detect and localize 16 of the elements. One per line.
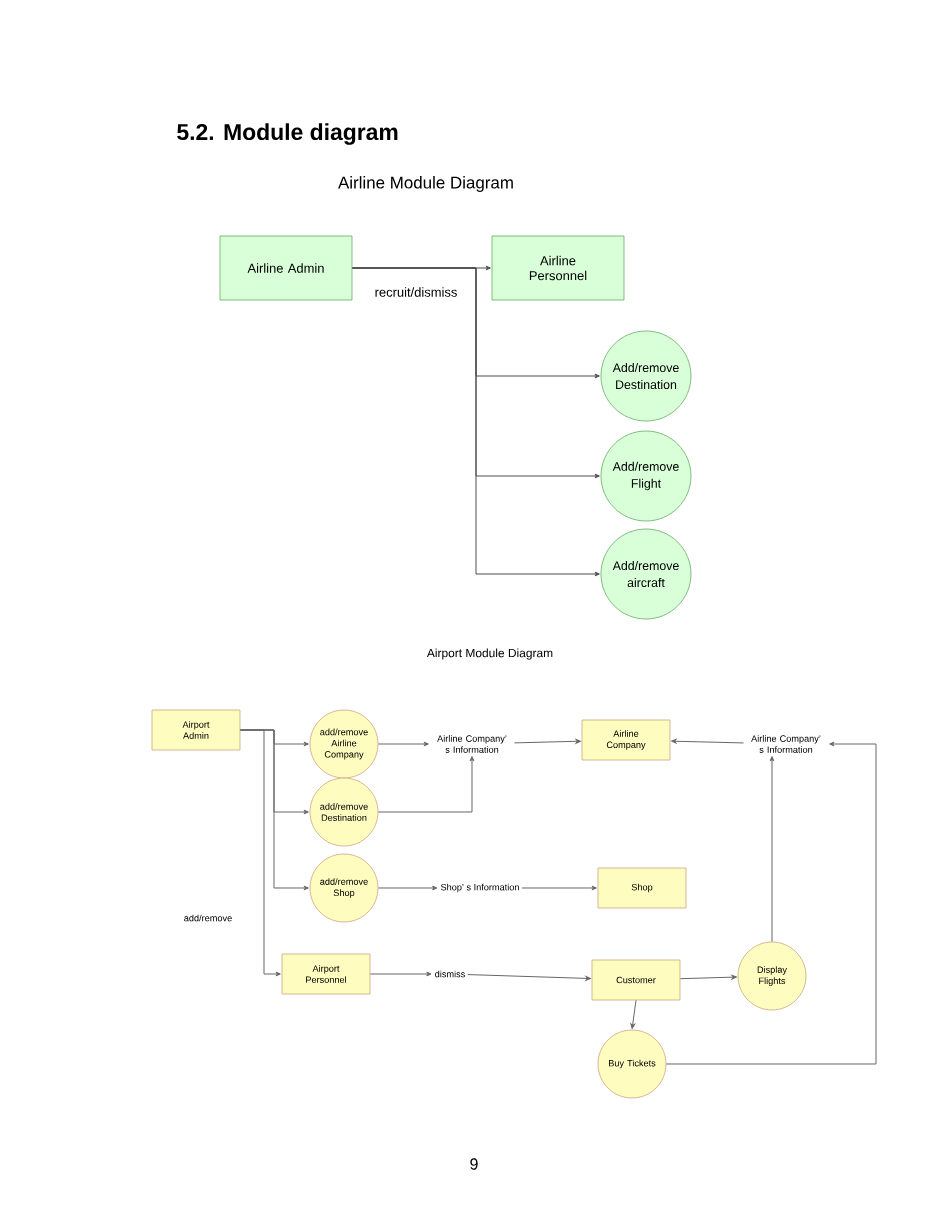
arrow — [671, 738, 745, 744]
arrow — [521, 885, 597, 891]
arrow — [769, 756, 775, 943]
arrow — [239, 729, 281, 977]
arrow — [369, 971, 432, 977]
arrow — [630, 999, 637, 1029]
arrow — [377, 741, 429, 747]
arrow — [665, 741, 877, 1065]
arrow — [377, 885, 438, 891]
arrow — [467, 974, 591, 981]
subheading: Airline Module Diagram — [338, 176, 513, 192]
arrow — [351, 267, 600, 577]
arrow — [679, 974, 737, 980]
arrow — [377, 756, 475, 813]
heading: 5.2. Module diagram — [177, 123, 398, 145]
arrow — [513, 738, 581, 744]
